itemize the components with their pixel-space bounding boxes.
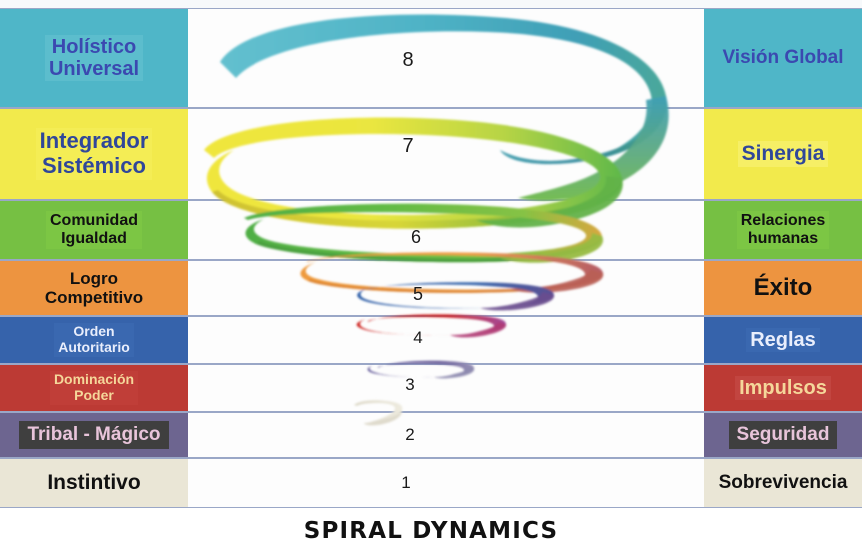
level-3-right-cell: Impulsos xyxy=(704,365,862,411)
level-1-left-label: Instintivo xyxy=(47,471,141,495)
level-row-2: Tribal - Mágico Seguridad xyxy=(0,412,862,458)
level-4-left-line1: Orden xyxy=(73,323,115,340)
level-4-left-label: Orden Autoritario xyxy=(54,323,134,357)
level-1-left-cell: Instintivo xyxy=(0,459,188,507)
level-row-1: Instintivo Sobrevivencia xyxy=(0,458,862,508)
level-8-left-line1: Holístico xyxy=(51,35,137,58)
level-6-left-line2: Igualdad xyxy=(61,230,127,247)
level-7-left-line1: Integrador xyxy=(39,128,149,154)
level-6-left-line1: Comunidad xyxy=(50,212,138,230)
footer: SPIRAL DYNAMICS xyxy=(0,508,862,554)
level-7-left-line2: Sistémico xyxy=(42,153,146,178)
level-4-right-label: Reglas xyxy=(746,327,820,353)
level-4-left-cell: Orden Autoritario xyxy=(0,317,188,363)
level-6-left-cell: Comunidad Igualdad xyxy=(0,201,188,259)
level-7-left-cell: Integrador Sistémico xyxy=(0,109,188,199)
level-5-left-line1: Logro xyxy=(69,268,119,288)
level-7-left-label: Integrador Sistémico xyxy=(35,128,153,180)
level-7-right-cell: Sinergia xyxy=(704,109,862,199)
level-8-left-line2: Universal xyxy=(48,58,140,80)
level-6-right-label: Relaciones humanas xyxy=(736,211,830,249)
level-1-right-cell: Sobrevivencia xyxy=(704,459,862,507)
level-3-right-label: Impulsos xyxy=(735,375,831,401)
level-6-right-line2: humanas xyxy=(747,230,819,247)
level-row-8: Holístico Universal Visión Global xyxy=(0,8,862,108)
level-3-left-cell: Dominación Poder xyxy=(0,365,188,411)
level-5-right-cell: Éxito xyxy=(704,261,862,315)
level-row-7: Integrador Sistémico Sinergia xyxy=(0,108,862,200)
level-8-right-label: Visión Global xyxy=(722,47,844,69)
level-5-right-label: Éxito xyxy=(753,273,813,301)
level-6-left-label: Comunidad Igualdad xyxy=(46,211,142,249)
level-6-right-cell: Relaciones humanas xyxy=(704,201,862,259)
diagram-title: SPIRAL DYNAMICS xyxy=(303,518,559,544)
level-2-left-cell: Tribal - Mágico xyxy=(0,413,188,457)
level-2-left-label: Tribal - Mágico xyxy=(19,421,169,449)
level-8-left-label: Holístico Universal xyxy=(44,34,144,82)
level-row-6: Comunidad Igualdad Relaciones humanas xyxy=(0,200,862,260)
level-1-right-label: Sobrevivencia xyxy=(718,472,848,494)
level-4-left-line2: Autoritario xyxy=(58,339,130,355)
level-8-left-cell: Holístico Universal xyxy=(0,9,188,107)
level-2-right-label: Seguridad xyxy=(728,421,838,449)
top-margin xyxy=(0,0,862,8)
level-5-left-cell: Logro Competitivo xyxy=(0,261,188,315)
level-5-left-line2: Competitivo xyxy=(44,288,144,307)
level-3-left-line2: Poder xyxy=(74,387,114,403)
level-7-right-label: Sinergia xyxy=(737,141,829,167)
level-row-5: Logro Competitivo Éxito xyxy=(0,260,862,316)
level-3-left-line1: Dominación xyxy=(53,371,135,388)
level-6-right-line1: Relaciones xyxy=(740,212,826,230)
level-3-left-label: Dominación Poder xyxy=(49,371,139,405)
level-row-4: Orden Autoritario Reglas xyxy=(0,316,862,364)
level-8-right-cell: Visión Global xyxy=(704,9,862,107)
level-row-3: Dominación Poder Impulsos xyxy=(0,364,862,412)
level-2-right-cell: Seguridad xyxy=(704,413,862,457)
level-4-right-cell: Reglas xyxy=(704,317,862,363)
